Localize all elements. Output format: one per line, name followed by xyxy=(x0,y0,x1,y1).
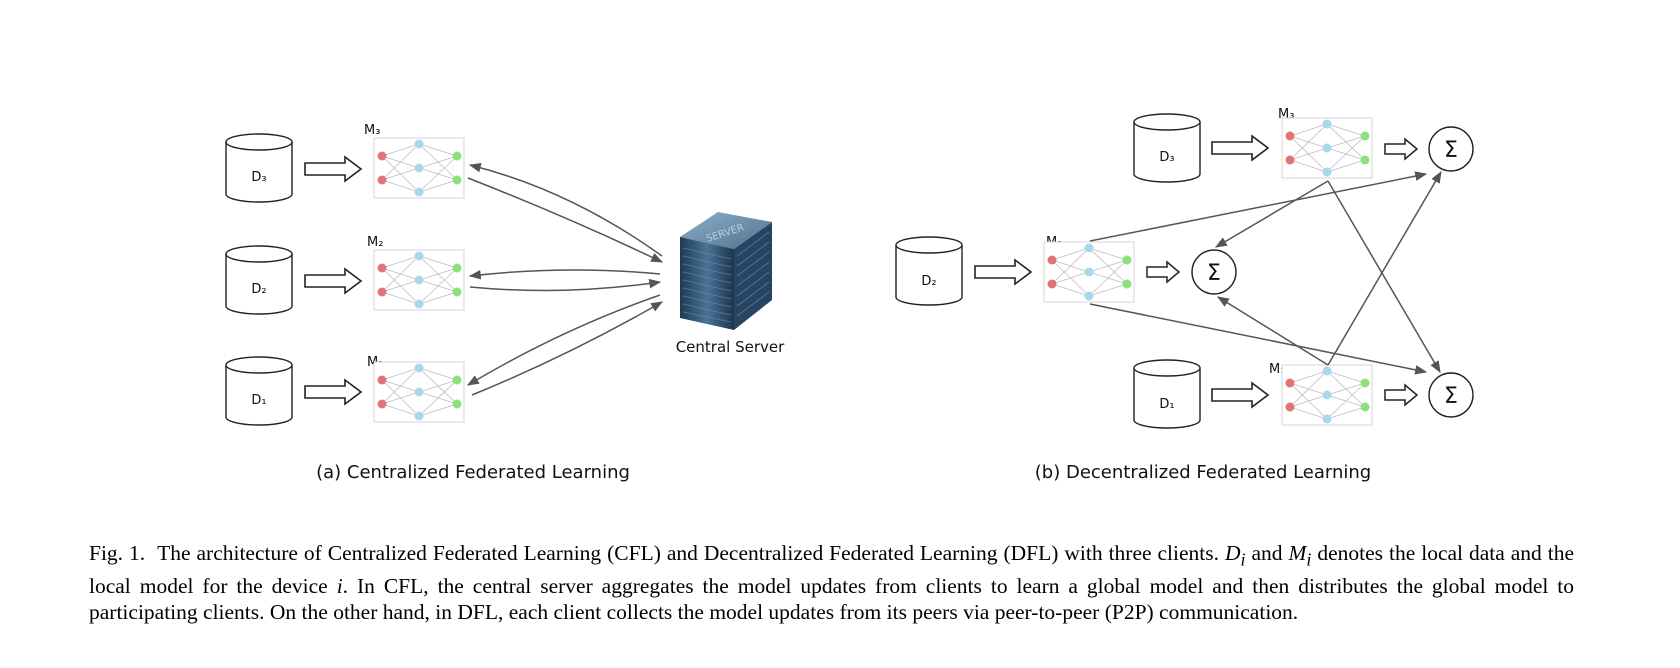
data-store-cylinder xyxy=(895,236,963,306)
small-block-arrow xyxy=(1146,261,1180,283)
data-label: D₃ xyxy=(1159,150,1174,165)
arrow-server-to-m1 xyxy=(466,294,661,386)
data-store-cylinder xyxy=(1133,359,1201,429)
aggregator-sigma-1: Σ xyxy=(1428,372,1474,418)
sigma-symbol: Σ xyxy=(1207,261,1221,286)
math-m: M xyxy=(1288,541,1307,565)
data-label: D₂ xyxy=(921,274,936,289)
neural-network-icon xyxy=(373,137,465,199)
data-label: D₂ xyxy=(251,282,266,297)
arrow-m2-to-sigma3 xyxy=(1089,171,1428,242)
small-block-arrow xyxy=(1384,138,1418,160)
math-d-subscript: i xyxy=(1240,549,1246,570)
panel-b-decentralized: D₃ M₃ Σ D₂ M₂ Σ D₁ xyxy=(895,107,1474,483)
caption-and: and xyxy=(1251,541,1283,565)
data-store-cylinder xyxy=(225,133,293,203)
block-arrow xyxy=(304,379,362,405)
math-m-subscript: i xyxy=(1306,549,1312,570)
block-arrow xyxy=(304,156,362,182)
neural-network-icon xyxy=(1281,117,1373,179)
block-arrow xyxy=(1211,135,1269,161)
caption-text-1: The architecture of Centralized Federate… xyxy=(157,541,1220,565)
neural-network-icon xyxy=(1043,241,1135,303)
arrow-m3-to-server xyxy=(467,177,664,263)
model-label: M₁ xyxy=(1269,362,1285,377)
arrow-server-to-m2 xyxy=(468,269,661,280)
block-arrow xyxy=(1211,382,1269,408)
dfl-client-3: D₃ M₃ Σ xyxy=(1133,107,1474,183)
sigma-symbol: Σ xyxy=(1444,138,1458,163)
figure-number: Fig. 1. xyxy=(89,541,146,565)
cfl-client-3: D₃ M₃ xyxy=(225,123,465,203)
model-label: M₂ xyxy=(367,235,383,250)
subcaption-a: (a) Centralized Federated Learning xyxy=(316,462,630,483)
panel-a-centralized: D₃ M₃ D₂ M₂ D₁ M₁ xyxy=(225,123,785,483)
arrow-server-to-m3 xyxy=(468,162,663,257)
figure-caption: Fig. 1. The architecture of Centralized … xyxy=(89,540,1574,626)
model-label: M₃ xyxy=(364,123,380,138)
math-d: D xyxy=(1224,541,1241,565)
arrow-m3-to-sigma2 xyxy=(1214,180,1329,248)
data-store-cylinder xyxy=(1133,113,1201,183)
cfl-client-1: D₁ M₁ xyxy=(225,355,465,426)
dfl-p2p-arrows xyxy=(1089,170,1442,375)
cfl-communication-arrows xyxy=(466,162,664,396)
dfl-client-2: D₂ M₂ Σ xyxy=(895,235,1237,306)
arrow-m2-to-server xyxy=(469,278,662,292)
arrow-m1-to-sigma2 xyxy=(1216,296,1329,366)
data-store-cylinder xyxy=(225,356,293,426)
arrow-m1-to-sigma3 xyxy=(1327,170,1442,366)
caption-text-3: . In CFL, the central server aggregates … xyxy=(89,573,1575,625)
data-label: D₁ xyxy=(1159,397,1174,412)
data-store-cylinder xyxy=(225,245,293,315)
arrow-m3-to-sigma1 xyxy=(1327,180,1441,374)
data-label: D₁ xyxy=(251,393,266,408)
neural-network-icon xyxy=(373,249,465,311)
math-i: i xyxy=(336,573,343,598)
aggregator-sigma-3: Σ xyxy=(1428,126,1474,172)
server-icon: SERVER xyxy=(680,212,772,330)
dfl-client-1: D₁ M₁ Σ xyxy=(1133,359,1474,429)
cfl-client-2: D₂ M₂ xyxy=(225,235,465,315)
block-arrow xyxy=(974,259,1032,285)
neural-network-icon xyxy=(373,361,465,423)
data-label: D₃ xyxy=(251,170,266,185)
block-arrow xyxy=(304,268,362,294)
neural-network-icon xyxy=(1281,364,1373,426)
arrow-m1-to-server xyxy=(471,301,664,396)
arrow-m2-to-sigma1 xyxy=(1089,303,1428,375)
sigma-symbol: Σ xyxy=(1444,384,1458,409)
small-block-arrow xyxy=(1384,384,1418,406)
subcaption-b: (b) Decentralized Federated Learning xyxy=(1035,462,1371,483)
aggregator-sigma-2: Σ xyxy=(1191,249,1237,295)
server-label: Central Server xyxy=(676,338,785,356)
caption-text-2: denotes the local data and the local mod… xyxy=(89,541,1575,598)
